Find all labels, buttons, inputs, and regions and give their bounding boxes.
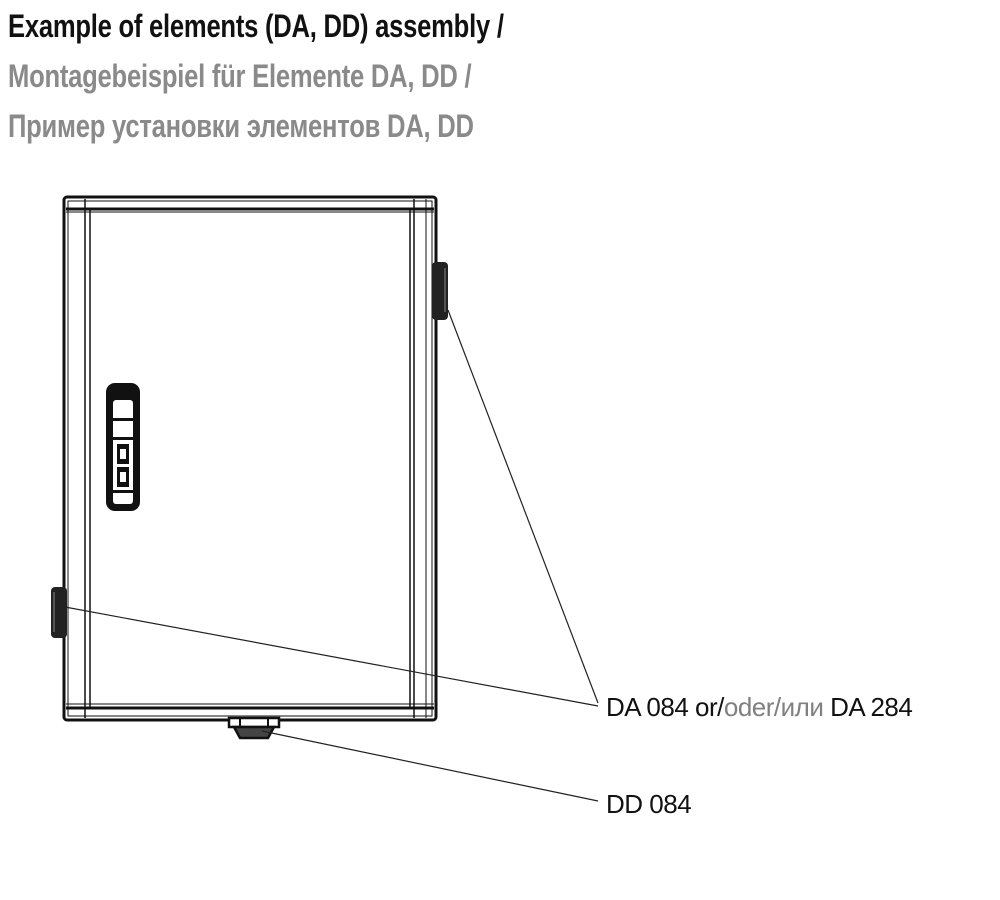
- title-russian: Пример установки элементов DA, DD: [8, 108, 474, 144]
- hinge-right: [432, 262, 448, 320]
- hinge-left: [51, 587, 67, 638]
- label-da-part1: DA 084 or/: [606, 692, 724, 722]
- leader-line-da-left: [64, 606, 599, 707]
- title-german: Montagebeispiel für Elemente DA, DD /: [8, 58, 472, 94]
- leader-lines: [64, 309, 599, 802]
- leader-line-da-right: [447, 309, 599, 704]
- label-dd: DD 084: [606, 789, 692, 819]
- cable-gland: [227, 716, 281, 740]
- leader-line-dd: [261, 730, 599, 802]
- door-handle: [106, 383, 140, 511]
- label-da-part3: DA 284: [823, 692, 913, 722]
- label-da: DA 084 or/oder/или DA 284: [606, 692, 913, 723]
- label-da-part2: oder/или: [723, 692, 824, 722]
- title-english: Example of elements (DA, DD) assembly /: [8, 8, 504, 44]
